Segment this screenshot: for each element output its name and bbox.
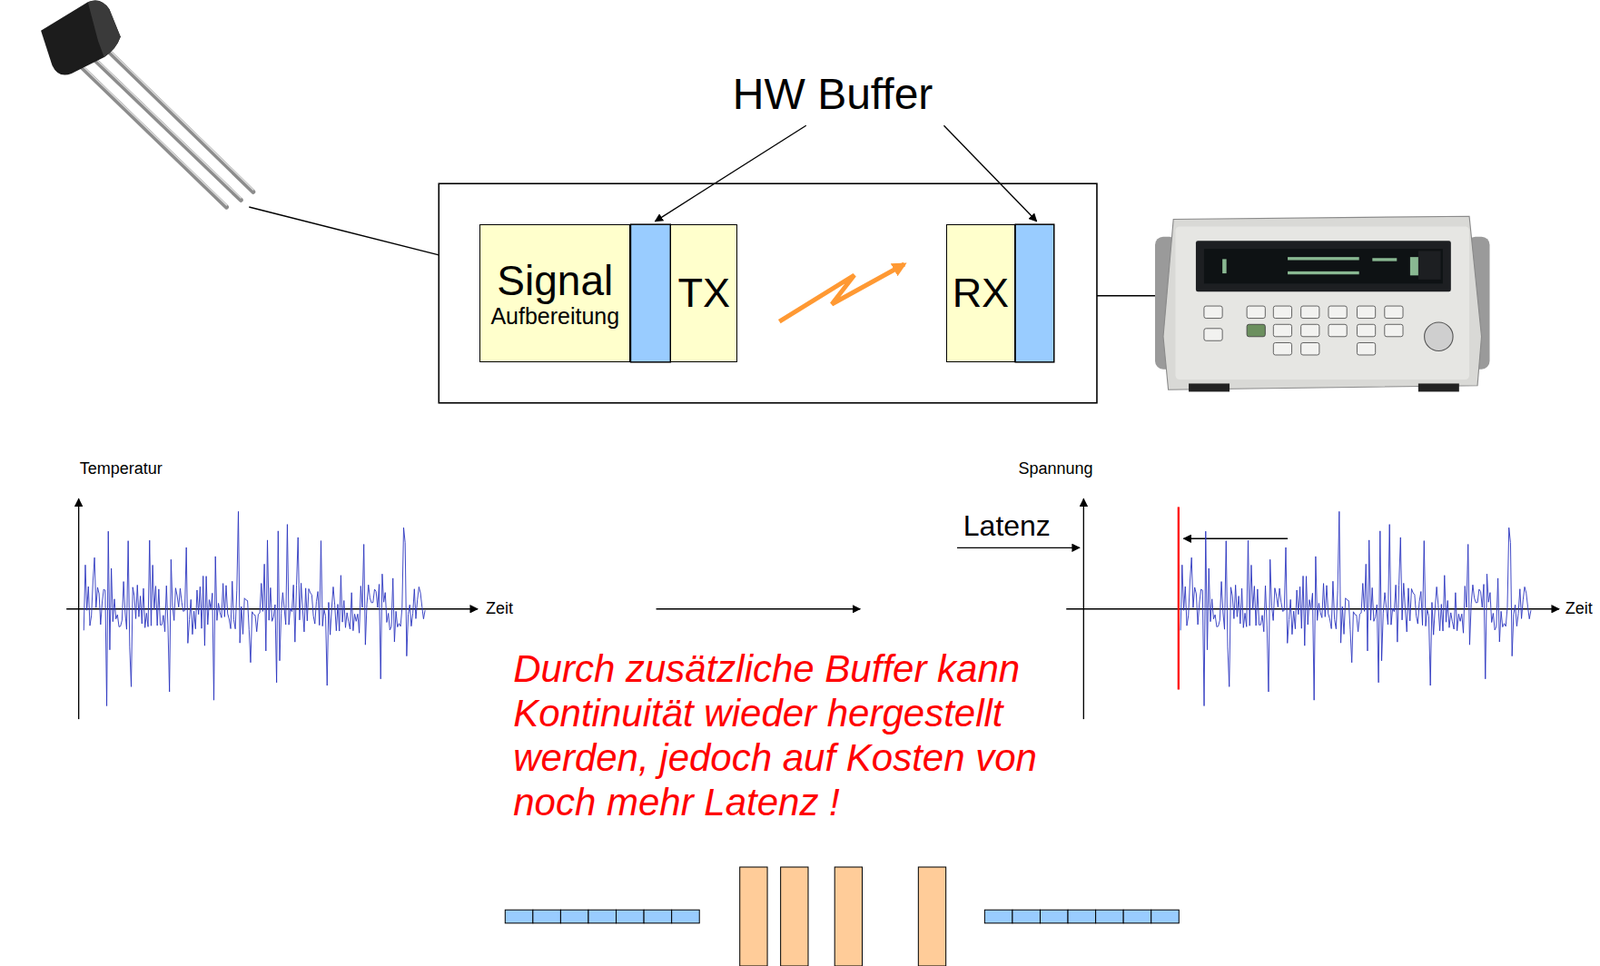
axis-label: Spannung xyxy=(1017,459,1093,479)
buffer-cell xyxy=(560,909,589,924)
waveform xyxy=(83,511,425,706)
buffer-cell xyxy=(616,909,645,924)
buffer-cell xyxy=(834,867,862,966)
flow-arrow xyxy=(656,608,861,610)
box-title: RX xyxy=(952,270,1010,317)
latency-arrow xyxy=(957,547,1080,549)
buffer-cell xyxy=(533,909,562,924)
latency-marker xyxy=(1177,506,1180,690)
box-subtitle: Aufbereitung xyxy=(490,304,620,330)
hw-buffer-block xyxy=(1015,224,1055,363)
axis-label: Temperatur xyxy=(79,459,163,479)
buffer-cell xyxy=(588,909,617,924)
buffer-cell xyxy=(643,909,672,924)
leader-line xyxy=(943,125,1037,222)
buffer-cell xyxy=(504,909,534,924)
buffer-cell xyxy=(671,909,701,924)
buffer-cell xyxy=(1012,909,1041,924)
buffer-cell xyxy=(780,867,809,966)
axis-label: Zeit xyxy=(485,599,514,619)
buffer-cell xyxy=(1039,909,1068,924)
note-text: Durch zusätzliche Buffer kann Kontinuitä… xyxy=(513,646,1077,825)
multimeter-illustration xyxy=(1155,216,1491,392)
box-title: TX xyxy=(678,270,731,317)
module-housing xyxy=(438,183,1097,404)
hw-buffer-label: HW Buffer xyxy=(732,69,934,119)
buffer-illustration xyxy=(504,867,1179,966)
buffer-cell xyxy=(1151,909,1180,924)
buffer-cell xyxy=(1096,909,1125,924)
axis-label: Zeit xyxy=(1565,599,1593,619)
buffer-cell xyxy=(984,909,1013,924)
box-title: Signal xyxy=(496,257,613,305)
sensor-illustration xyxy=(40,0,439,256)
x-axis xyxy=(66,608,478,610)
buffer-cell xyxy=(740,867,768,966)
buffer-cell xyxy=(918,867,946,966)
buffer-cell xyxy=(1067,909,1097,924)
instrument-wire xyxy=(1096,295,1156,297)
sensor-wire xyxy=(248,207,439,256)
waveform xyxy=(1180,511,1531,706)
latency-arrow xyxy=(1183,538,1288,540)
sensor-legs xyxy=(78,49,254,208)
leader-line xyxy=(654,125,806,222)
buffer-cell xyxy=(1123,909,1152,924)
sensor-body xyxy=(40,0,121,76)
latency-label: Latenz xyxy=(963,509,1051,544)
hw-buffer-block xyxy=(630,224,671,363)
signal-processing-box: SignalAufbereitung xyxy=(479,224,631,363)
receiver-box: RX xyxy=(946,224,1016,363)
transmitter-box: TX xyxy=(670,224,738,363)
wireless-link-arrow xyxy=(779,264,905,322)
